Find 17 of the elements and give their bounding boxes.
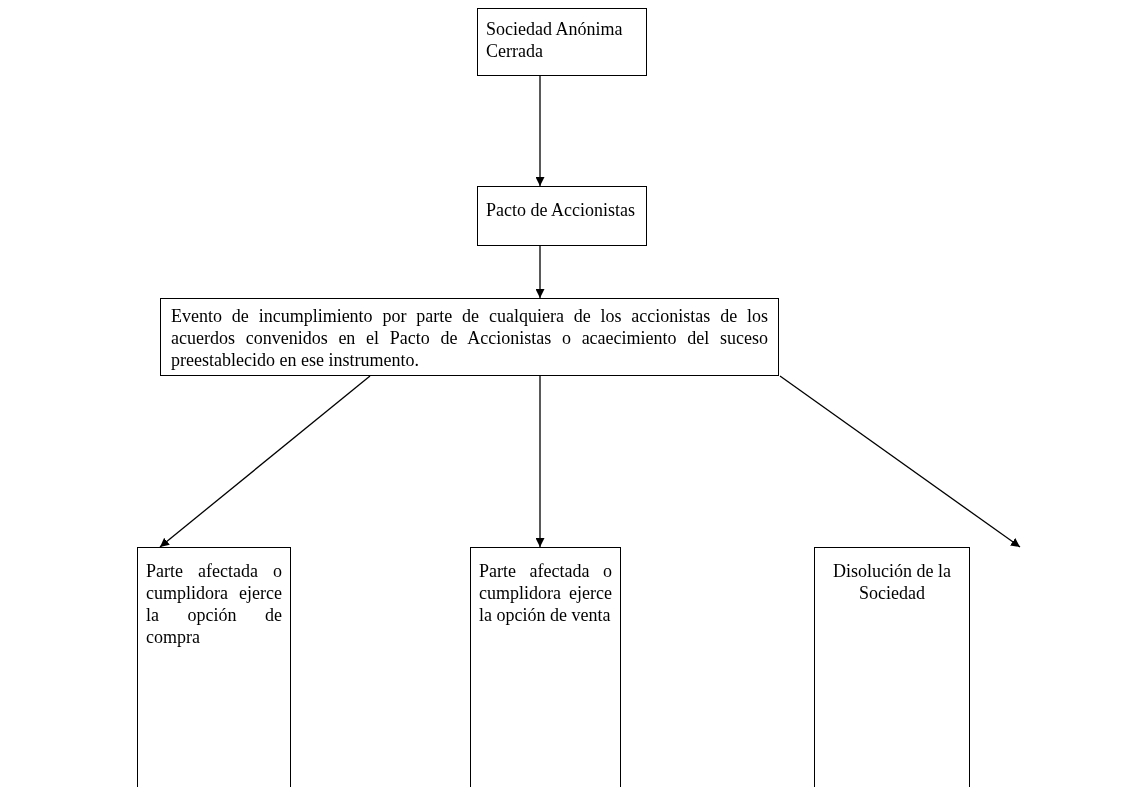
arrow [535, 75, 545, 187]
process-box [470, 547, 621, 787]
box-text: Disolución de la Sociedad [832, 560, 952, 604]
box-text: Parte afectada o cumplidora ejerce la opción de compra [146, 560, 282, 648]
box-text: Evento de incumplimiento por parte de cualquiera de los accionistas de los acuerdos convenidos en el Pacto de Accionistas o acaecimiento del suceso preestablecido en ese instrumento. [171, 305, 768, 371]
process-box [137, 547, 291, 787]
process-box [477, 186, 647, 246]
arrow [159, 375, 371, 548]
process-box [477, 8, 647, 76]
arrow [535, 245, 545, 299]
box-text: Pacto de Accionistas [486, 199, 636, 221]
arrow [535, 375, 545, 548]
process-box [814, 547, 970, 787]
box-text: Sociedad Anónima Cerrada [486, 18, 624, 62]
arrow [779, 375, 1021, 548]
box-text: Parte afectada o cumplidora ejerce la opción de venta [479, 560, 612, 626]
process-box [160, 298, 779, 376]
